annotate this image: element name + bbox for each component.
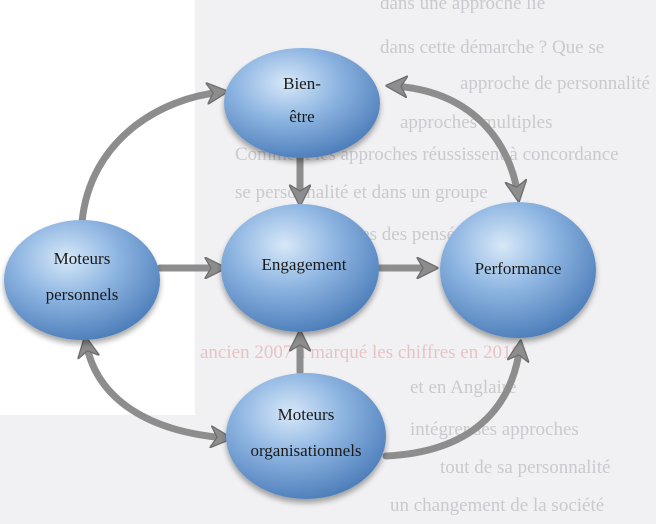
background-text-line: tout de sa personnalité	[440, 457, 611, 478]
node-label-performance: Performance	[475, 259, 562, 278]
node-moteurs-organisationnels	[226, 373, 386, 499]
node-label-moteurs-organisationnels-line2: organisationnels	[250, 441, 361, 460]
arrow-bienetre-performance	[392, 86, 518, 196]
arrow-organisationnels-to-performance	[382, 346, 520, 460]
node-label-moteurs-organisationnels-line1: Moteurs	[278, 405, 335, 424]
node-bien-etre	[224, 48, 380, 158]
node-moteurs-personnels	[4, 220, 160, 340]
background-text-line: et en Anglaire	[410, 377, 517, 398]
arrow-personnels-organisationnels	[86, 342, 226, 438]
node-label-bien-etre-line2: être	[289, 107, 314, 126]
node-label-moteurs-personnels-line2: personnels	[46, 285, 119, 304]
background-text-line: dans une approche lie	[380, 0, 546, 14]
arrow-personnels-to-bienetre	[78, 92, 222, 226]
background-text-line: un changement de la société	[390, 495, 605, 516]
background-text-line: dans cette démarche ? Que se	[380, 37, 605, 58]
node-label-engagement: Engagement	[262, 255, 347, 274]
background-text-line: ancien 2007 à marqué les chiffres en 201…	[200, 342, 521, 363]
node-label-moteurs-personnels-line1: Moteurs	[54, 249, 111, 268]
node-engagement	[221, 204, 379, 332]
node-label-bien-etre-line1: Bien-	[283, 74, 321, 93]
node-performance	[440, 202, 596, 338]
background-text-line: intégrer ses approches	[410, 419, 579, 440]
